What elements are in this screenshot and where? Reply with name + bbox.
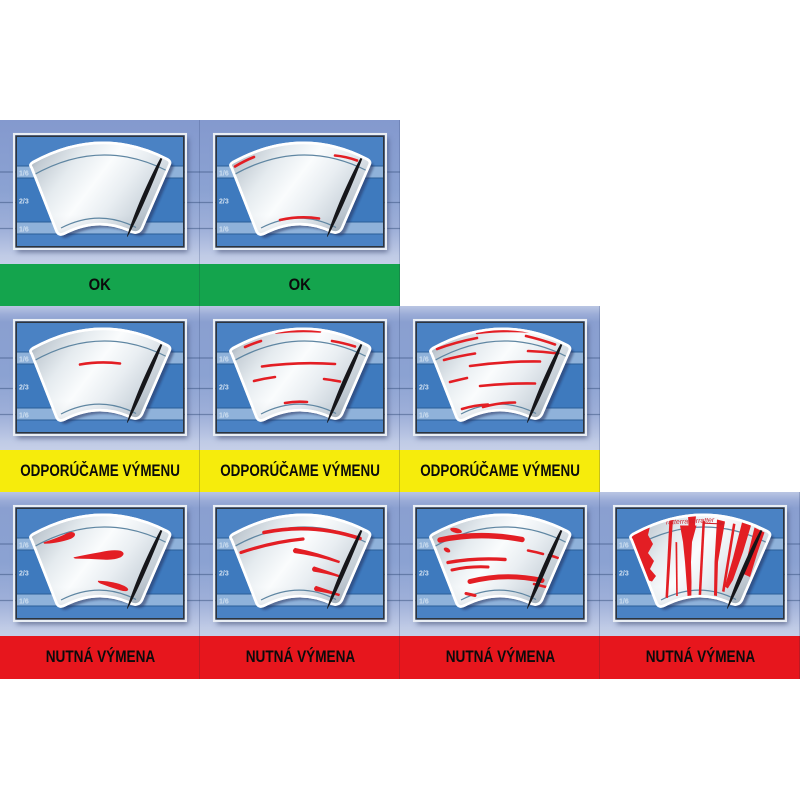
svg-text:1/6: 1/6 <box>19 599 29 606</box>
svg-text:1/6: 1/6 <box>219 171 229 178</box>
svg-text:2/3: 2/3 <box>219 571 229 578</box>
svg-text:1/6: 1/6 <box>19 357 29 364</box>
svg-text:1/6: 1/6 <box>219 357 229 364</box>
svg-text:1/6: 1/6 <box>19 171 29 178</box>
svg-text:1/6: 1/6 <box>419 413 429 420</box>
svg-text:2/3: 2/3 <box>219 385 229 392</box>
svg-text:2/3: 2/3 <box>19 385 29 392</box>
svg-text:1/6: 1/6 <box>19 227 29 234</box>
svg-text:1/6: 1/6 <box>219 543 229 550</box>
svg-text:ratterratterratter: ratterratterratter <box>666 517 715 527</box>
svg-text:1/6: 1/6 <box>419 357 429 364</box>
svg-text:1/6: 1/6 <box>619 599 629 606</box>
svg-text:2/3: 2/3 <box>19 571 29 578</box>
svg-text:1/6: 1/6 <box>219 413 229 420</box>
svg-text:2/3: 2/3 <box>419 571 429 578</box>
svg-text:1/6: 1/6 <box>19 413 29 420</box>
svg-text:2/3: 2/3 <box>219 199 229 206</box>
svg-text:1/6: 1/6 <box>419 543 429 550</box>
svg-text:1/6: 1/6 <box>219 227 229 234</box>
svg-text:2/3: 2/3 <box>619 571 629 578</box>
svg-text:2/3: 2/3 <box>419 385 429 392</box>
svg-text:1/6: 1/6 <box>219 599 229 606</box>
svg-text:1/6: 1/6 <box>19 543 29 550</box>
svg-text:1/6: 1/6 <box>619 543 629 550</box>
svg-text:1/6: 1/6 <box>419 599 429 606</box>
svg-text:2/3: 2/3 <box>19 199 29 206</box>
